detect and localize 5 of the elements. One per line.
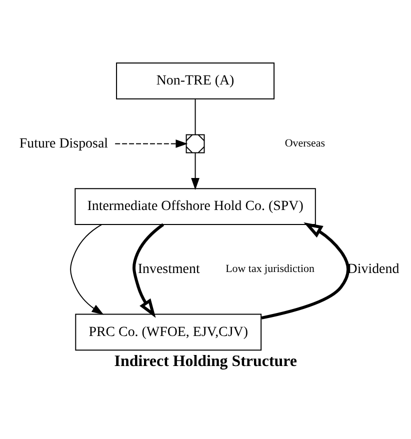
label: Overseas <box>284 138 326 150</box>
label: Low tax jurisdiction <box>226 263 314 276</box>
node-text: Future Disposal <box>19 136 108 152</box>
caption: Indirect Holding Structure <box>114 352 297 370</box>
edge-label: Investment <box>138 262 200 278</box>
